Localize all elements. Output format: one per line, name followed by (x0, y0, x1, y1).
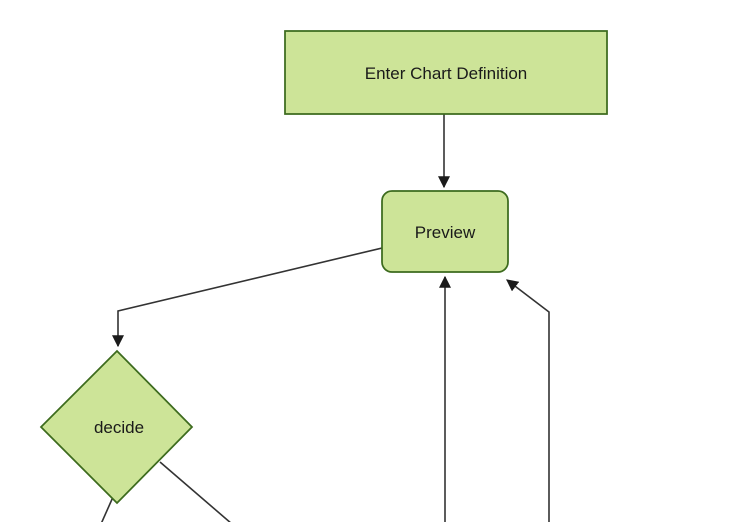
rectangle-node-shape (284, 30, 608, 115)
node-preview: Preview (381, 190, 509, 273)
node-decide: decide (39, 349, 194, 505)
node-label-decide: decide (94, 418, 144, 437)
edge-preview-to-decide (112, 247, 383, 348)
edge-layer (101, 114, 550, 522)
rounded-rectangle-node-shape (381, 190, 509, 273)
node-enter-chart-definition: Enter Chart Definition (284, 30, 608, 115)
node-label-preview: Preview (415, 223, 476, 242)
edge-decide-to-offscreen-bottom-left (101, 496, 114, 522)
edge-decide-to-offscreen-bottom-right (159, 461, 231, 522)
edge-offscreen-bottom-right-to-preview (506, 279, 550, 522)
diamond-node-shape (39, 349, 194, 505)
node-label-enter-chart-definition: Enter Chart Definition (365, 64, 528, 83)
